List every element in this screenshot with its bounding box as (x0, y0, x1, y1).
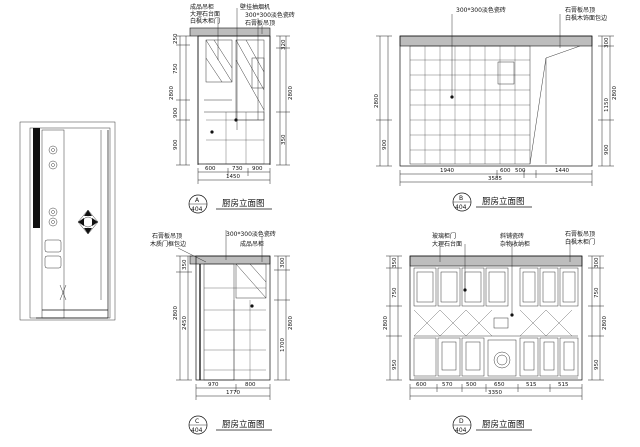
dim-a-bottom-2: 900 (252, 166, 263, 172)
note-a-5: 石膏板吊顶 (245, 19, 275, 27)
kitchen-floor-plan (19, 121, 116, 321)
dim-d-left-1: 750 (392, 287, 398, 298)
dim-c-left-0: 350 (182, 259, 188, 270)
dim-c-left-1: 2800 (173, 306, 179, 320)
title-c: 厨房立面图 (222, 419, 265, 430)
dim-b-bottom-1: 600 (500, 168, 511, 174)
dim-c-right-1: 2800 (288, 316, 294, 330)
dim-a-left-3: 900 (173, 107, 179, 118)
dim-c-bottom-1: 800 (245, 382, 256, 388)
ref-c-letter: C (195, 418, 199, 425)
note-a-3: 壁挂抽烟机 (240, 3, 270, 11)
elevation-c: 石膏板吊顶 木质门框包边 300*300淡色瓷砖 成品吊柜 350 2800 2… (150, 230, 294, 435)
section-marker-icon (77, 209, 99, 235)
dim-c-left-2: 2450 (182, 316, 188, 330)
note-d-0: 玻璃柜门 (432, 232, 456, 240)
note-d-1: 大理石台面 (432, 240, 462, 248)
note-c-1: 木质门框包边 (150, 240, 186, 248)
title-a: 厨房立面图 (222, 198, 265, 209)
ref-b-number: 404 (455, 204, 467, 211)
elevation-b: 300*300淡色瓷砖 石膏板吊顶 白枫木饰面包边 2800 900 300 2… (374, 6, 618, 212)
note-c-3: 成品吊柜 (240, 240, 264, 248)
gas-stove-icon (48, 145, 58, 227)
dim-d-right-1: 750 (594, 287, 600, 298)
dim-d-bottom-1: 570 (442, 382, 453, 388)
dim-b-right-2: 1150 (604, 98, 610, 112)
dim-d-bottom-5: 515 (558, 382, 569, 388)
title-d: 厨房立面图 (482, 419, 525, 430)
dim-a-left-0: 250 (173, 33, 179, 44)
dim-d-right-3: 950 (594, 359, 600, 370)
dim-d-right-2: 2800 (602, 316, 608, 330)
dim-a-left-2: 2800 (169, 86, 175, 100)
dim-d-left-3: 950 (392, 359, 398, 370)
elevation-d: 玻璃柜门 大理石台面 斜铺瓷砖 杂物收纳柜 石膏板吊顶 白枫木柜门 350 75… (383, 230, 608, 435)
dim-d-bottom-0: 600 (416, 382, 427, 388)
title-b: 厨房立面图 (482, 196, 525, 207)
dim-b-bottom-0: 1940 (440, 168, 454, 174)
note-a-4: 300*300淡色瓷砖 (245, 11, 295, 19)
note-d-3: 杂物收纳柜 (500, 240, 530, 248)
sink-icon (44, 239, 62, 269)
ref-b-letter: B (459, 195, 463, 202)
note-b-2: 白枫木饰面包边 (565, 14, 607, 22)
ref-a-number: 404 (191, 206, 203, 213)
dim-b-right-3: 900 (604, 144, 610, 155)
dim-b-right-1: 2800 (612, 86, 618, 100)
dim-a-left-4: 900 (173, 139, 179, 150)
note-d-2: 斜铺瓷砖 (500, 232, 524, 240)
dim-d-left-0: 350 (392, 257, 398, 268)
dim-d-bottom-3: 650 (494, 382, 505, 388)
dim-d-left-2: 2800 (383, 316, 389, 330)
dim-d-bottom-4: 515 (526, 382, 537, 388)
dim-d-right-0: 300 (594, 257, 600, 268)
washing-machine-icon (487, 339, 517, 377)
dim-c-bottom-total: 1770 (226, 390, 240, 396)
dim-b-left-1: 900 (382, 139, 388, 150)
dim-c-bottom-0: 970 (208, 382, 219, 388)
ref-c-number: 404 (191, 427, 203, 434)
ref-d-number: 404 (455, 427, 467, 434)
ref-a-letter: A (195, 197, 200, 204)
dim-c-right-0: 300 (280, 257, 286, 268)
note-a-0: 成品吊柜 (190, 3, 214, 11)
dim-d-bottom-2: 500 (466, 382, 477, 388)
ref-d-letter: D (459, 418, 464, 425)
dim-b-bottom-2: 500 (515, 168, 526, 174)
dim-a-bottom-total: 1450 (226, 174, 240, 180)
note-b-1: 石膏板吊顶 (565, 6, 595, 14)
dim-a-right-1: 2800 (288, 86, 294, 100)
dim-b-right-0: 300 (604, 37, 610, 48)
dim-d-bottom-total: 3350 (488, 390, 502, 396)
note-c-2: 300*300淡色瓷砖 (226, 230, 276, 238)
note-d-4: 石膏板吊顶 (565, 230, 595, 238)
dim-a-bottom-1: 730 (232, 166, 243, 172)
dim-b-bottom-3: 1440 (555, 168, 569, 174)
dim-b-bottom-total: 3585 (488, 176, 502, 182)
dim-a-right-2: 350 (281, 134, 287, 145)
dim-a-bottom-0: 600 (205, 166, 216, 172)
dim-b-left-0: 2800 (374, 94, 380, 108)
note-b-0: 300*300淡色瓷砖 (456, 6, 506, 14)
dim-c-right-2: 1700 (280, 338, 286, 352)
note-d-5: 白枫木柜门 (565, 238, 595, 246)
note-a-1: 大理石台面 (190, 10, 220, 18)
elevation-a: 成品吊柜 大理石台面 白枫木柜门 壁挂抽烟机 300*300淡色瓷砖 石膏板吊顶… (169, 3, 295, 214)
note-a-2: 白枫木柜门 (190, 17, 220, 25)
dim-a-right-0: 320 (281, 39, 287, 50)
note-c-0: 石膏板吊顶 (152, 232, 182, 240)
dim-a-left-1: 750 (173, 63, 179, 74)
